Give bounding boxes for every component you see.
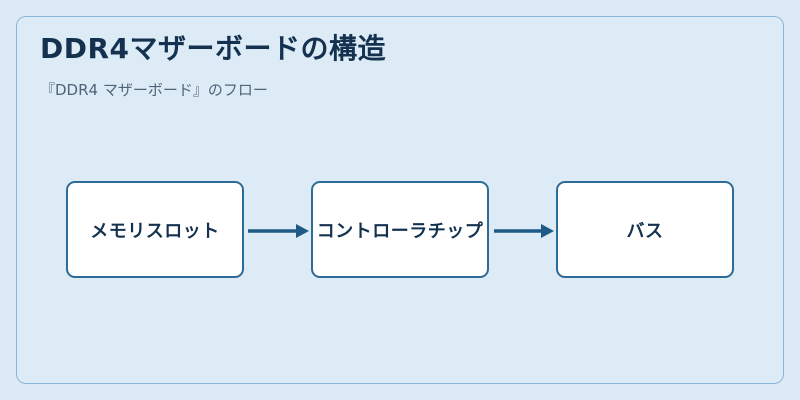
node-memory-slot: メモリスロット bbox=[66, 181, 244, 278]
diagram-subtitle: 『DDR4 マザーボード』のフロー bbox=[40, 81, 268, 99]
node-label: メモリスロット bbox=[90, 220, 220, 242]
node-controller-chip: コントローラチップ bbox=[311, 181, 489, 278]
node-label: バス bbox=[626, 220, 664, 242]
node-label: コントローラチップ bbox=[316, 220, 484, 242]
node-bus: バス bbox=[556, 181, 734, 278]
diagram-title: DDR4マザーボードの構造 bbox=[40, 32, 387, 65]
